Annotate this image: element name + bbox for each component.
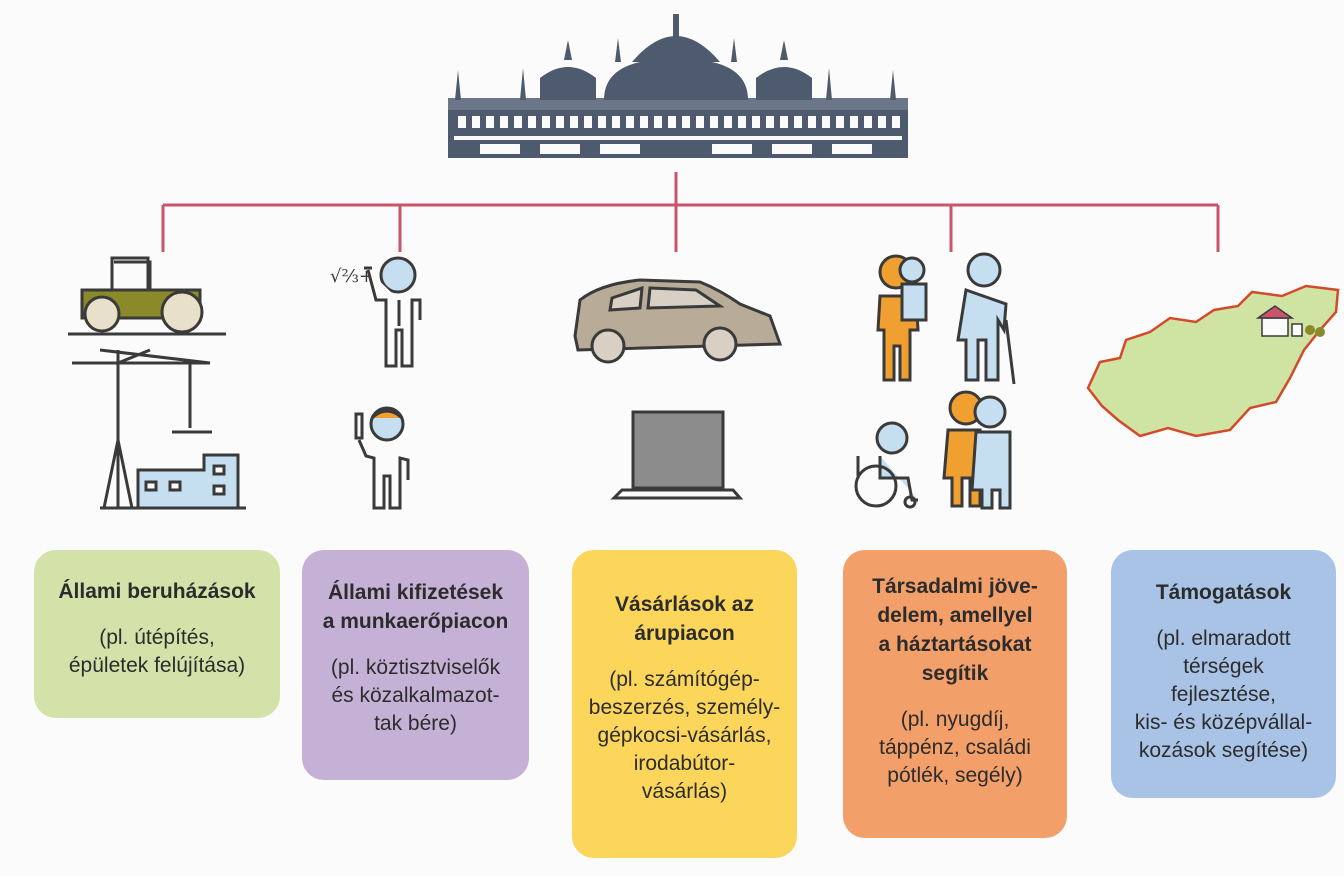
svg-text:√⅔+: √⅔+: [330, 266, 374, 287]
connector-lines: [161, 172, 1220, 252]
crane-icon: [72, 348, 246, 510]
teacher-icon: √⅔+: [330, 256, 422, 368]
card-labor-market-payments: Állami kifizetések a munkaerőpiacon (pl.…: [302, 550, 529, 780]
card-title: Társadalmi jöve- delem, amellyel a házta…: [872, 575, 1038, 685]
card-description: (pl. útépítés, épületek felújítása): [68, 626, 246, 677]
elderly-icon: [956, 252, 1016, 385]
card-title: Állami beruházások: [58, 580, 256, 603]
card-description: (pl. számítógép- beszerzés, személy- gép…: [588, 668, 781, 803]
card-title: Vásárlások az árupiacon: [615, 593, 754, 645]
card-title: Állami kifizetések a munkaerőpiacon: [322, 581, 509, 633]
hungary-map-icon: [1086, 284, 1340, 438]
card-goods-market-purchases: Vásárlások az árupiacon (pl. számítógép-…: [572, 550, 797, 858]
family-hug-icon: [942, 390, 1012, 510]
doctor-icon: [354, 406, 410, 510]
card-state-investments: Állami beruházások (pl. útépítés, épület…: [34, 550, 280, 718]
card-subsidies: Támogatások (pl. elmaradott térségek fej…: [1111, 550, 1336, 798]
mother-child-icon: [876, 254, 928, 382]
car-icon: [573, 278, 783, 364]
roller-icon: [68, 256, 226, 336]
card-description: (pl. elmaradott térségek fejlesztése, ki…: [1134, 627, 1313, 762]
laptop-icon: [610, 410, 744, 500]
card-social-income: Társadalmi jöve- delem, amellyel a házta…: [843, 550, 1067, 838]
card-description: (pl. köztisztviselők és közalkalmazot- t…: [330, 656, 501, 735]
wheelchair-icon: [854, 421, 918, 509]
card-description: (pl. nyugdíj, táppénz, családi pótlék, s…: [879, 708, 1031, 787]
parliament-icon: [448, 14, 908, 158]
card-title: Támogatások: [1155, 581, 1292, 604]
